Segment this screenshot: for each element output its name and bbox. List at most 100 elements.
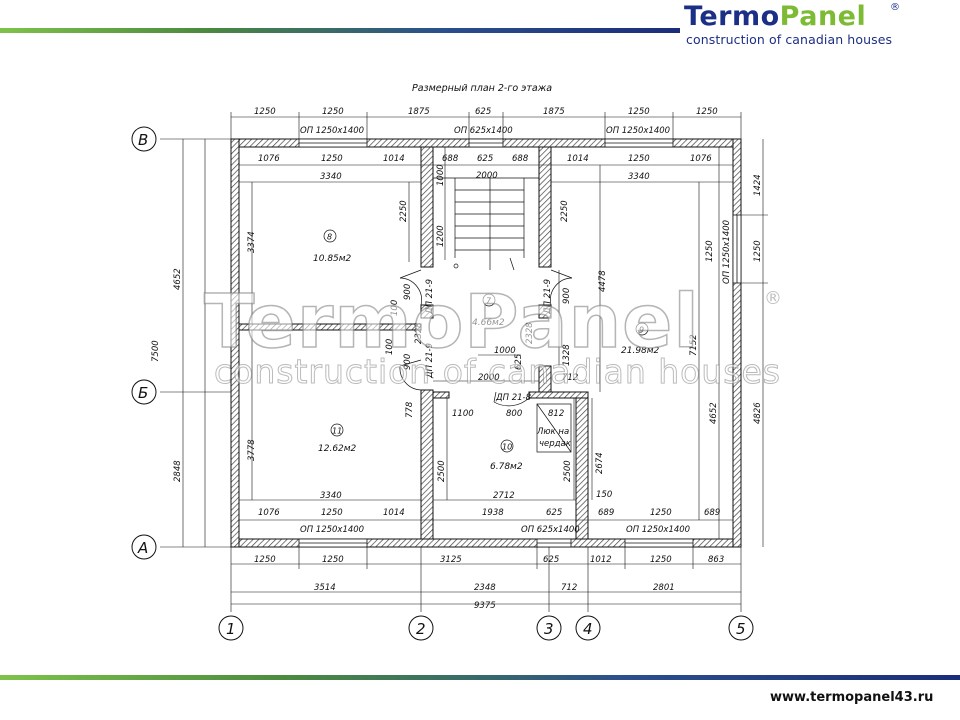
svg-text:1014: 1014: [567, 154, 589, 164]
door-swings: [399, 269, 573, 407]
svg-text:1328: 1328: [562, 344, 572, 366]
svg-text:900: 900: [562, 288, 572, 304]
svg-text:2500: 2500: [563, 460, 573, 482]
svg-text:689: 689: [598, 508, 614, 518]
svg-text:1000: 1000: [494, 346, 516, 356]
svg-text:7152: 7152: [689, 334, 699, 356]
svg-text:2250: 2250: [399, 200, 409, 222]
svg-text:625: 625: [543, 555, 559, 565]
footer-url: www.termopanel43.ru: [770, 690, 934, 705]
svg-text:100: 100: [385, 339, 395, 355]
bottom-gradient-bar: [0, 675, 960, 680]
svg-text:ОП 625x1400: ОП 625x1400: [521, 525, 580, 535]
svg-text:2: 2: [416, 620, 426, 638]
svg-text:4: 4: [583, 620, 593, 638]
svg-text:ДП 21-9: ДП 21-9: [425, 279, 435, 315]
svg-text:4826: 4826: [753, 402, 763, 424]
svg-text:2250: 2250: [560, 200, 570, 222]
svg-text:7500: 7500: [151, 340, 161, 362]
room-10-number: 10: [502, 443, 512, 452]
svg-text:1250: 1250: [628, 107, 650, 117]
dimension-lines: [160, 112, 768, 612]
exterior-walls: [230, 138, 742, 548]
svg-text:Б: Б: [138, 384, 148, 402]
svg-text:В: В: [138, 131, 148, 149]
svg-text:3778: 3778: [247, 439, 257, 461]
svg-text:3514: 3514: [314, 583, 336, 593]
svg-text:9375: 9375: [474, 601, 496, 611]
room-11-number: 11: [332, 427, 342, 436]
svg-text:1250: 1250: [321, 154, 343, 164]
svg-text:1014: 1014: [383, 508, 405, 518]
svg-text:2348: 2348: [474, 583, 496, 593]
svg-text:3340: 3340: [320, 491, 342, 501]
svg-text:1250: 1250: [322, 555, 344, 565]
svg-text:ОП 1250x1400: ОП 1250x1400: [722, 220, 732, 284]
svg-text:800: 800: [506, 409, 522, 419]
termopanel-logo: TermoPanel ® construction of canadian ho…: [684, 2, 914, 48]
room-8-number: 8: [327, 233, 332, 242]
svg-text:2712: 2712: [493, 491, 515, 501]
svg-text:ДП 21-9: ДП 21-9: [543, 279, 553, 315]
svg-text:А: А: [137, 539, 148, 557]
svg-text:2328: 2328: [525, 322, 535, 344]
svg-text:1250: 1250: [628, 154, 650, 164]
room-10-area: 6.78м2: [490, 462, 523, 472]
svg-text:3374: 3374: [247, 231, 257, 253]
svg-text:2328: 2328: [414, 322, 424, 344]
svg-text:2000: 2000: [476, 171, 498, 181]
svg-text:1250: 1250: [650, 555, 672, 565]
room-7-number: 7: [486, 297, 492, 306]
svg-text:1250: 1250: [322, 107, 344, 117]
svg-text:1250: 1250: [254, 555, 276, 565]
attic-hatch: [536, 403, 572, 453]
svg-text:3340: 3340: [320, 172, 342, 182]
vertical-dimension-labels: 4652 2848 7500 1424 1250 4826 3374 2250 …: [151, 164, 763, 482]
svg-text:1076: 1076: [258, 508, 280, 518]
svg-text:1014: 1014: [383, 154, 405, 164]
axis-labels: В Б А 1 2 3 4 5: [137, 131, 746, 638]
svg-text:900: 900: [403, 354, 413, 370]
svg-text:1250: 1250: [753, 240, 763, 262]
svg-text:ОП 1250x1400: ОП 1250x1400: [606, 126, 670, 136]
room-9-number: 9: [639, 326, 644, 335]
svg-text:4652: 4652: [709, 402, 719, 424]
svg-text:ОП 625x1400: ОП 625x1400: [454, 126, 513, 136]
svg-text:ОП 1250x1400: ОП 1250x1400: [300, 525, 364, 535]
svg-text:625: 625: [546, 508, 562, 518]
logo-tagline: construction of canadian houses: [686, 32, 893, 47]
svg-text:712: 712: [562, 373, 578, 383]
svg-text:ДП 21-9: ДП 21-9: [425, 343, 435, 379]
svg-text:1076: 1076: [690, 154, 712, 164]
svg-text:812: 812: [548, 409, 564, 419]
dimension-labels: 1250 1250 1875 625 1875 1250 1250 ОП 125…: [254, 107, 724, 611]
svg-text:1076: 1076: [258, 154, 280, 164]
svg-text:688: 688: [512, 154, 529, 164]
room-7-area: 4.66м2: [472, 318, 505, 328]
svg-text:2848: 2848: [173, 460, 183, 482]
top-gradient-bar: [0, 28, 680, 33]
room-11-area: 12.62м2: [318, 444, 357, 454]
svg-text:625: 625: [475, 107, 491, 117]
axis-markers: [131, 126, 754, 641]
room-9-area: 21.98м2: [621, 346, 660, 356]
svg-text:1424: 1424: [753, 174, 763, 196]
svg-text:ДП 21-8: ДП 21-8: [495, 393, 532, 403]
svg-text:чердак: чердак: [539, 439, 572, 449]
svg-text:1938: 1938: [482, 508, 504, 518]
svg-text:1200: 1200: [436, 225, 446, 247]
registered-mark: ®: [890, 2, 900, 13]
plan-title: Размерный план 2-го этажа: [412, 83, 552, 94]
svg-text:3125: 3125: [440, 555, 462, 565]
svg-text:ОП 1250x1400: ОП 1250x1400: [300, 126, 364, 136]
svg-text:712: 712: [561, 583, 577, 593]
room-8-area: 10.85м2: [313, 254, 352, 264]
svg-text:1250: 1250: [650, 508, 672, 518]
svg-text:2500: 2500: [437, 460, 447, 482]
svg-text:4652: 4652: [173, 268, 183, 290]
svg-text:625: 625: [477, 154, 493, 164]
svg-text:625: 625: [514, 354, 524, 370]
svg-text:1250: 1250: [321, 508, 343, 518]
interior-walls: [238, 146, 589, 540]
